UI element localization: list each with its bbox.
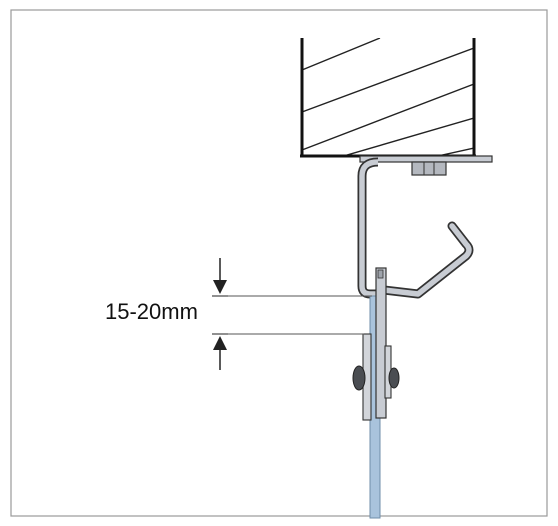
dimension-arrows — [212, 258, 228, 370]
dimension-label: 15-20mm — [105, 299, 198, 324]
bracket-top-plate — [359, 155, 493, 163]
z-bracket — [357, 157, 380, 299]
dimension-lines — [220, 295, 372, 335]
hook — [379, 221, 474, 299]
frame-border — [10, 9, 548, 517]
clamp — [352, 333, 400, 421]
fastener-nut — [411, 161, 447, 176]
hanger-plate — [375, 267, 387, 419]
ceiling-beam — [300, 38, 476, 158]
